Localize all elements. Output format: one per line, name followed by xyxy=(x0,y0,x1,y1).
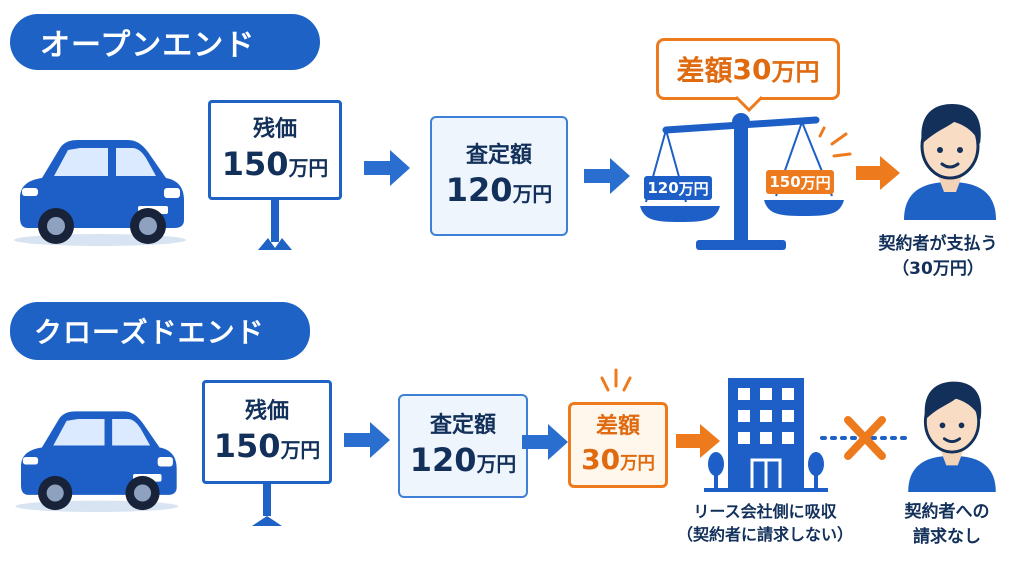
sign-post xyxy=(258,198,292,250)
closed-result-line2: 請求なし xyxy=(913,526,981,547)
difference-amount: 30万円 xyxy=(581,442,655,476)
closed-end-title: クローズドエンド xyxy=(10,302,310,360)
company-caption-line1: リース会社側に吸収 xyxy=(693,502,837,521)
callout-label: 差額 xyxy=(676,54,733,87)
callout-value: 30 xyxy=(732,52,772,86)
residual-amount: 150万円 xyxy=(213,427,321,466)
difference-box: 差額 30万円 xyxy=(568,402,668,488)
sign-post xyxy=(252,482,282,526)
callout-pointer xyxy=(734,95,764,113)
company-caption-line2: （契約者に請求しない） xyxy=(676,525,853,545)
orange-arrow-icon xyxy=(856,156,900,190)
right-arrow-icon xyxy=(584,158,630,194)
emphasis-burst-icon xyxy=(600,368,632,392)
assessed-value-box: 査定額 120万円 xyxy=(398,394,528,498)
open-end-title: オープンエンド xyxy=(10,14,320,70)
right-arrow-icon xyxy=(522,424,568,460)
open-result-caption: 契約者が支払う （30万円） xyxy=(858,232,1018,281)
person-icon xyxy=(904,104,996,220)
assessed-label: 査定額 xyxy=(429,412,496,438)
assessed-amount: 120万円 xyxy=(409,441,517,480)
right-arrow-icon xyxy=(364,150,410,186)
residual-label: 残価 xyxy=(244,398,289,424)
assessed-label: 査定額 xyxy=(465,142,532,168)
blocked-connection xyxy=(820,416,908,460)
open-end-title-text: オープンエンド xyxy=(40,28,256,63)
closed-result-caption: 契約者への 請求なし xyxy=(872,500,1022,549)
assessed-amount: 120万円 xyxy=(445,171,553,210)
car-icon xyxy=(14,140,186,246)
open-result-line2: （30万円） xyxy=(892,258,984,279)
orange-arrow-icon xyxy=(676,424,720,458)
difference-label: 差額 xyxy=(595,414,640,440)
closed-result-line1: 契約者への xyxy=(904,502,990,522)
company-caption: リース会社側に吸収 （契約者に請求しない） xyxy=(670,500,860,546)
person-icon xyxy=(908,381,996,492)
residual-amount: 150万円 xyxy=(221,145,329,184)
assessed-value-box: 査定額 120万円 xyxy=(430,116,568,236)
closed-end-title-text: クローズドエンド xyxy=(34,316,265,349)
right-arrow-icon xyxy=(344,422,390,458)
emphasis-burst-icon xyxy=(818,126,852,158)
leasing-company-building-icon xyxy=(704,378,828,492)
residual-value-sign: 残価 150万円 xyxy=(202,380,332,484)
residual-label: 残価 xyxy=(252,116,297,142)
residual-value-sign: 残価 150万円 xyxy=(208,100,342,200)
callout-unit: 万円 xyxy=(771,57,820,86)
car-icon xyxy=(15,411,179,512)
open-result-line1: 契約者が支払う xyxy=(878,234,998,254)
